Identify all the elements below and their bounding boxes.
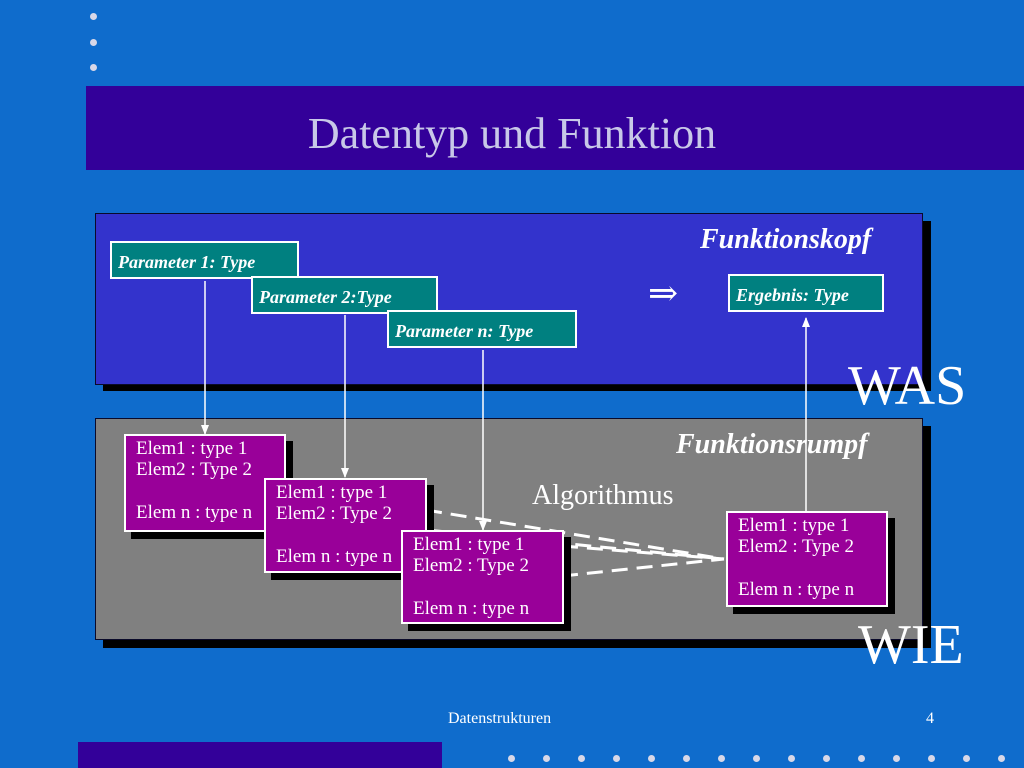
decor-dot [90, 13, 97, 20]
decor-dot [90, 39, 97, 46]
parameter-1-box: Parameter 1: Type [110, 241, 299, 279]
elem-line-1: Elem1 : type 1 [413, 534, 525, 555]
decor-dot [963, 755, 970, 762]
parameter-n-box: Parameter n: Type [387, 310, 577, 348]
algo-dash-4 [561, 557, 725, 578]
decor-dot [508, 755, 515, 762]
funktionsrumpf-label: Funktionsrumpf [676, 429, 868, 460]
decor-dot [998, 755, 1005, 762]
elem-line-1: Elem1 : type 1 [136, 438, 248, 459]
slide-title: Datentyp und Funktion [307, 109, 717, 158]
elem-line-1: Elem1 : type 1 [276, 482, 388, 503]
elem-line-2: Elem2 : Type 2 [276, 503, 392, 524]
funktionskopf-label: Funktionskopf [700, 224, 872, 255]
decor-dot [788, 755, 795, 762]
elem-line-2: Elem2 : Type 2 [136, 459, 252, 480]
footer-text: Datenstrukturen [448, 710, 552, 727]
bottom-band [78, 742, 442, 768]
decor-dot [578, 755, 585, 762]
elem-line-n: Elem n : type n [738, 579, 855, 600]
was-label: WAS [848, 355, 967, 417]
decor-dot [823, 755, 830, 762]
algo-dash-3 [561, 544, 725, 561]
elem-line-2: Elem2 : Type 2 [738, 536, 854, 557]
decor-dot [543, 755, 550, 762]
decor-dot [683, 755, 690, 762]
decor-dot [928, 755, 935, 762]
decor-dot [893, 755, 900, 762]
elem-line-1: Elem1 : type 1 [738, 515, 850, 536]
decor-dot [718, 755, 725, 762]
elem-box-3: Elem1 : type 1 Elem2 : Type 2 Elem n : t… [401, 530, 564, 624]
elem-line-2: Elem2 : Type 2 [413, 555, 529, 576]
elem-line-n: Elem n : type n [136, 502, 253, 523]
decor-dot [613, 755, 620, 762]
wie-label: WIE [858, 614, 964, 676]
algorithmus-label: Algorithmus [532, 480, 674, 511]
decor-dot [858, 755, 865, 762]
decor-dot [90, 64, 97, 71]
elem-box-4: Elem1 : type 1 Elem2 : Type 2 Elem n : t… [726, 511, 888, 607]
decor-dot [753, 755, 760, 762]
title-band [86, 86, 1024, 170]
ergebnis-box: Ergebnis: Type [728, 274, 884, 312]
elem-box-1: Elem1 : type 1 Elem2 : Type 2 Elem n : t… [124, 434, 286, 532]
algo-dash-1 [425, 508, 725, 561]
elem-line-n: Elem n : type n [276, 546, 393, 567]
decor-dot [648, 755, 655, 762]
parameter-2-box: Parameter 2:Type [251, 276, 438, 314]
elem-line-n: Elem n : type n [413, 598, 530, 619]
elem-box-2: Elem1 : type 1 Elem2 : Type 2 Elem n : t… [264, 478, 427, 573]
page-number: 4 [926, 710, 934, 727]
implies-symbol: ⇒ [648, 273, 679, 313]
